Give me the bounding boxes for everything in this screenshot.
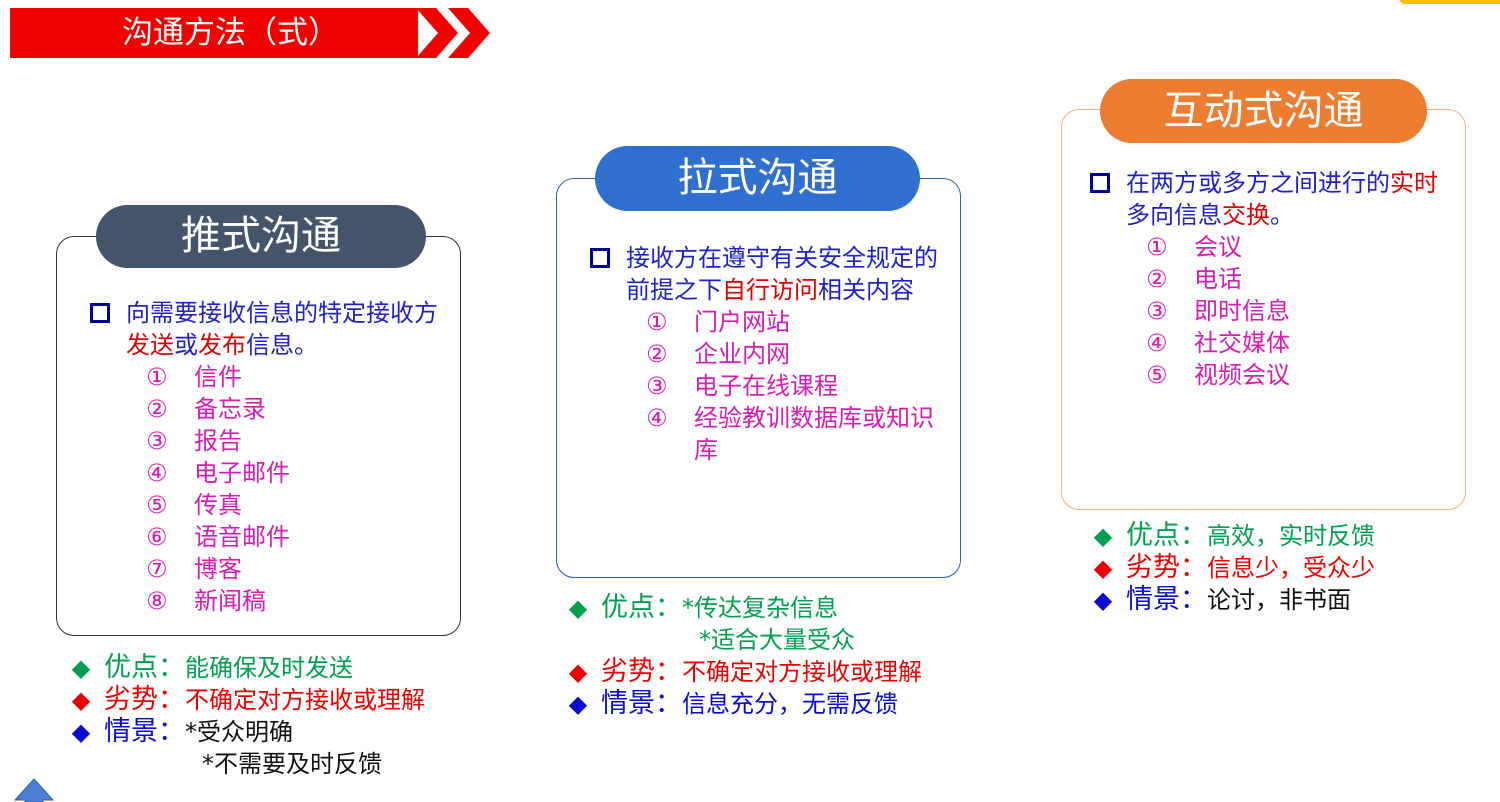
interactive-communication-title: 互动式沟通	[1100, 79, 1427, 143]
interactive-attributes: ◆优点：高效，实时反馈 ◆劣势：信息少，受众少 ◆情景：论讨，非书面	[1090, 520, 1375, 616]
scene-row-continued: *不需要及时反馈	[202, 750, 382, 778]
con-row: ◆劣势：不确定对方接收或理解	[565, 656, 922, 688]
push-communication-title: 推式沟通	[96, 205, 426, 268]
pro-row: ◆优点：*传达复杂信息	[565, 592, 922, 624]
pull-description: 接收方在遵守有关安全规定的前提之下自行访问相关内容	[590, 242, 940, 306]
pull-attributes: ◆优点：*传达复杂信息 *适合大量受众 ◆劣势：不确定对方接收或理解 ◆情景：信…	[565, 592, 922, 720]
square-bullet-icon	[1090, 173, 1110, 193]
up-arrow-icon[interactable]	[14, 778, 54, 802]
diamond-bullet-icon: ◆	[568, 690, 588, 718]
scene-row: ◆情景：论讨，非书面	[1090, 584, 1375, 616]
diamond-bullet-icon: ◆	[71, 718, 91, 746]
diamond-bullet-icon: ◆	[71, 686, 91, 714]
push-attributes: ◆优点：能确保及时发送 ◆劣势：不确定对方接收或理解 ◆情景：*受众明确 *不需…	[68, 652, 425, 780]
pull-communication-card	[556, 178, 961, 578]
square-bullet-icon	[590, 248, 610, 268]
diamond-bullet-icon: ◆	[71, 654, 91, 682]
interactive-communication-card	[1061, 109, 1466, 510]
corner-tab-decoration	[1400, 0, 1500, 4]
scene-row: ◆情景：信息充分，无需反馈	[565, 688, 922, 720]
double-chevron-right-icon	[416, 8, 490, 58]
diamond-bullet-icon: ◆	[568, 658, 588, 686]
diamond-bullet-icon: ◆	[1093, 522, 1113, 550]
pro-row-continued: *适合大量受众	[699, 626, 855, 654]
diamond-bullet-icon: ◆	[568, 594, 588, 622]
interactive-description: 在两方或多方之间进行的实时多向信息交换。	[1090, 167, 1450, 231]
pro-row: ◆优点：高效，实时反馈	[1090, 520, 1375, 552]
section-header-bar: 沟通方法（式）	[10, 8, 418, 58]
diamond-bullet-icon: ◆	[1093, 586, 1113, 614]
page-title: 沟通方法（式）	[122, 15, 339, 51]
square-bullet-icon	[90, 303, 110, 323]
push-description: 向需要接收信息的特定接收方发送或发布信息。	[90, 297, 440, 361]
scene-row: ◆情景：*受众明确	[68, 716, 425, 748]
pro-row: ◆优点：能确保及时发送	[68, 652, 425, 684]
con-row: ◆劣势：信息少，受众少	[1090, 552, 1375, 584]
push-communication-card	[56, 236, 461, 636]
pull-communication-title: 拉式沟通	[595, 146, 920, 211]
con-row: ◆劣势：不确定对方接收或理解	[68, 684, 425, 716]
diamond-bullet-icon: ◆	[1093, 554, 1113, 582]
